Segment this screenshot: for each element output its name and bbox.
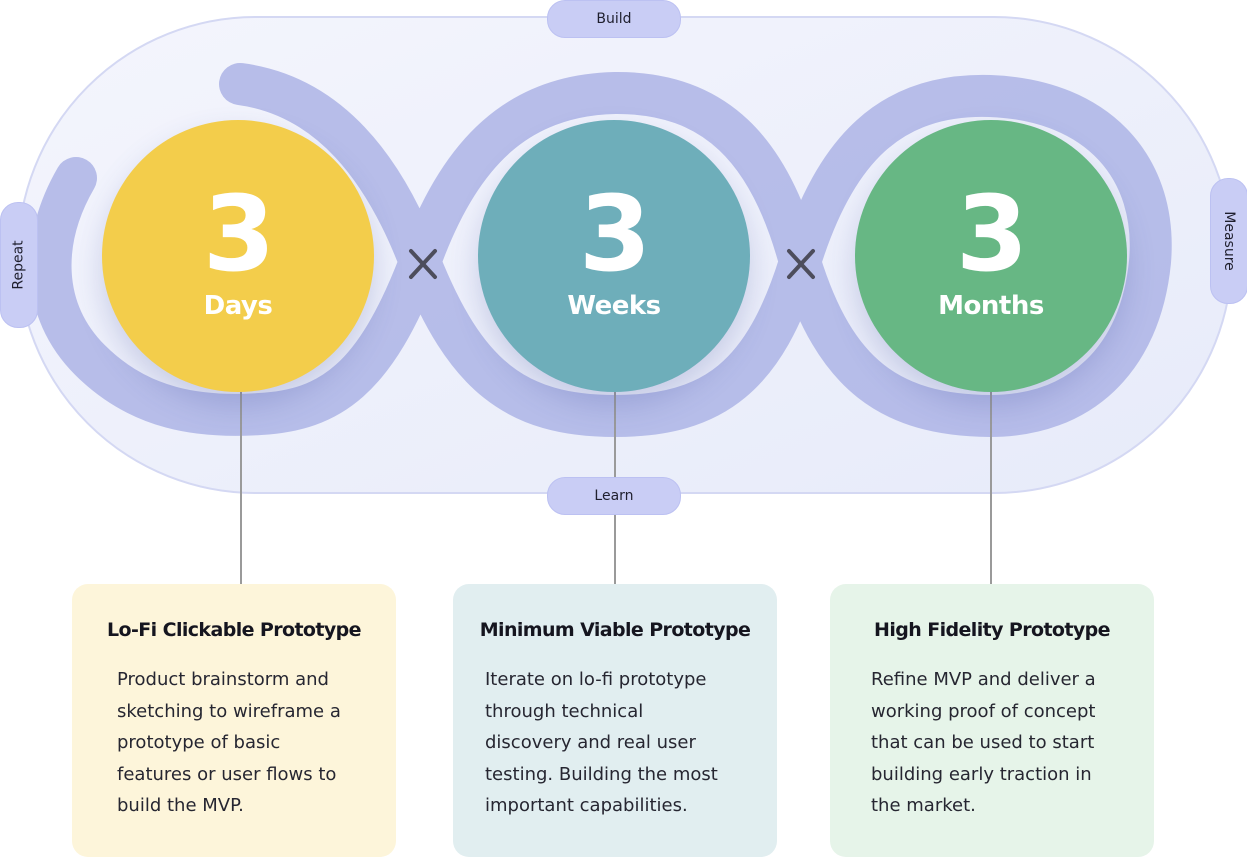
card-description: Product brainstorm and sketching to wire… <box>117 664 367 822</box>
card-line: build the MVP. <box>117 795 244 816</box>
card-line: working proof of concept <box>871 700 1096 722</box>
card-line: features or user flows to <box>117 763 337 785</box>
stage-unit: Weeks <box>567 291 661 321</box>
stage-unit: Months <box>938 291 1044 321</box>
card-line: the market. <box>871 795 976 816</box>
card-line: building early traction in <box>871 763 1092 785</box>
stage-circle-weeks: 3 Weeks <box>478 120 750 392</box>
card-line: Product brainstorm and <box>117 669 329 690</box>
stage-circle-days: 3 Days <box>102 120 374 392</box>
card-line: Iterate on lo-fi prototype <box>485 669 707 690</box>
card-line: prototype of basic <box>117 732 281 753</box>
card-line: testing. Building the most <box>485 763 718 785</box>
card-line: that can be used to start <box>871 732 1095 753</box>
measure-label: Measure <box>1210 178 1247 304</box>
stage-number: 3 <box>202 173 275 295</box>
card-line: sketching to wireframe a <box>117 700 341 722</box>
card-minimum-viable-prototype: Minimum Viable Prototype Iterate on lo-f… <box>453 584 777 857</box>
stage-number: 3 <box>955 173 1028 295</box>
repeat-label: Repeat <box>0 202 38 328</box>
card-title: Lo-Fi Clickable Prototype <box>107 619 362 641</box>
stage-circle-months: 3 Months <box>855 120 1127 392</box>
separator-x-2 <box>787 249 815 279</box>
stage-number: 3 <box>578 173 651 295</box>
card-high-fidelity-prototype: High Fidelity Prototype Refine MVP and d… <box>830 584 1154 857</box>
card-description: Iterate on lo-fi prototype through techn… <box>485 664 747 822</box>
card-line: Refine MVP and deliver a <box>871 669 1096 690</box>
learn-label: Learn <box>547 477 681 515</box>
card-lofi-prototype: Lo-Fi Clickable Prototype Product brains… <box>72 584 396 857</box>
card-line: important capabilities. <box>485 795 688 816</box>
card-line: discovery and real user <box>485 732 696 753</box>
stage-unit: Days <box>203 291 273 321</box>
card-title: High Fidelity Prototype <box>874 619 1110 641</box>
separator-x-1 <box>409 249 437 279</box>
card-line: through technical <box>485 700 644 722</box>
build-label: Build <box>547 0 681 38</box>
card-description: Refine MVP and deliver a working proof o… <box>871 664 1133 822</box>
card-title: Minimum Viable Prototype <box>479 619 751 641</box>
